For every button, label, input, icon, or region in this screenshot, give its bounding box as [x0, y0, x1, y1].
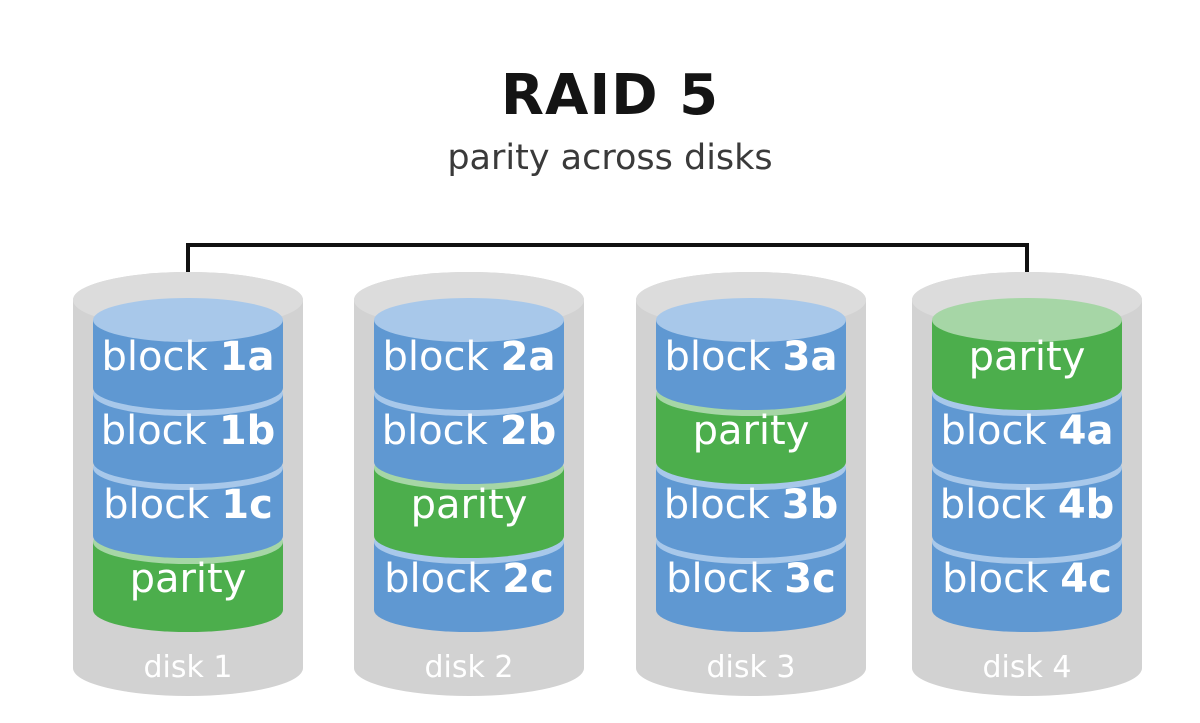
block-label-word: parity: [130, 556, 247, 602]
block-label-id: 1c: [221, 482, 273, 528]
block-label-id: 1a: [220, 334, 275, 380]
array-connector: [186, 243, 1029, 325]
block-body: [93, 394, 283, 484]
block-label: parity: [411, 482, 528, 528]
block-label: parity: [693, 408, 810, 454]
block-body: [932, 542, 1122, 632]
block-body: [374, 468, 564, 558]
block-label-id: 2c: [502, 556, 554, 602]
parity-block: parity: [932, 298, 1122, 410]
block-body: [93, 468, 283, 558]
block-top: [932, 298, 1122, 342]
disk-label: disk 3: [706, 650, 795, 685]
block-label-id: 2b: [500, 408, 556, 454]
block-label-word: block: [664, 482, 771, 528]
block-label-id: 2a: [501, 334, 556, 380]
block-body: [374, 320, 564, 410]
block-label-word: block: [103, 482, 210, 528]
block-body: [93, 320, 283, 410]
block-body: [374, 394, 564, 484]
block-label: parity: [969, 334, 1086, 380]
block-label: parity: [130, 556, 247, 602]
block-body: [374, 542, 564, 632]
block-body: [932, 468, 1122, 558]
block-top: [374, 298, 564, 342]
block-label-word: parity: [693, 408, 810, 454]
block-label-word: block: [383, 334, 490, 380]
block-body: [656, 468, 846, 558]
block-label-word: parity: [411, 482, 528, 528]
block-label-word: block: [382, 408, 489, 454]
disk-label: disk 4: [982, 650, 1071, 685]
block-label-id: 4b: [1058, 482, 1114, 528]
block-label-id: 3b: [782, 482, 838, 528]
block-body: [932, 320, 1122, 410]
block-label-word: block: [666, 556, 773, 602]
diagram-title: RAID 5: [500, 63, 720, 128]
block-label-id: 4a: [1059, 408, 1114, 454]
block-label-id: 3a: [783, 334, 838, 380]
block-body: [932, 394, 1122, 484]
connector-bus: [186, 243, 1029, 325]
block-label-id: 3c: [784, 556, 836, 602]
block-label-word: block: [384, 556, 491, 602]
block-label-id: 1b: [219, 408, 275, 454]
block-top: [93, 298, 283, 342]
block-label-id: 4c: [1060, 556, 1112, 602]
block-label-word: block: [101, 408, 208, 454]
disk-label: disk 2: [424, 650, 513, 685]
disk-label: disk 1: [143, 650, 232, 685]
block-body: [656, 542, 846, 632]
block-label-word: block: [665, 334, 772, 380]
block-body: [656, 320, 846, 410]
block-body: [93, 542, 283, 632]
block-label-word: block: [940, 482, 1047, 528]
block-label-word: block: [102, 334, 209, 380]
block-top: [656, 298, 846, 342]
block-label-word: parity: [969, 334, 1086, 380]
block-label-word: block: [941, 408, 1048, 454]
block-label-word: block: [942, 556, 1049, 602]
diagram-subtitle: parity across disks: [447, 138, 773, 178]
block-body: [656, 394, 846, 484]
